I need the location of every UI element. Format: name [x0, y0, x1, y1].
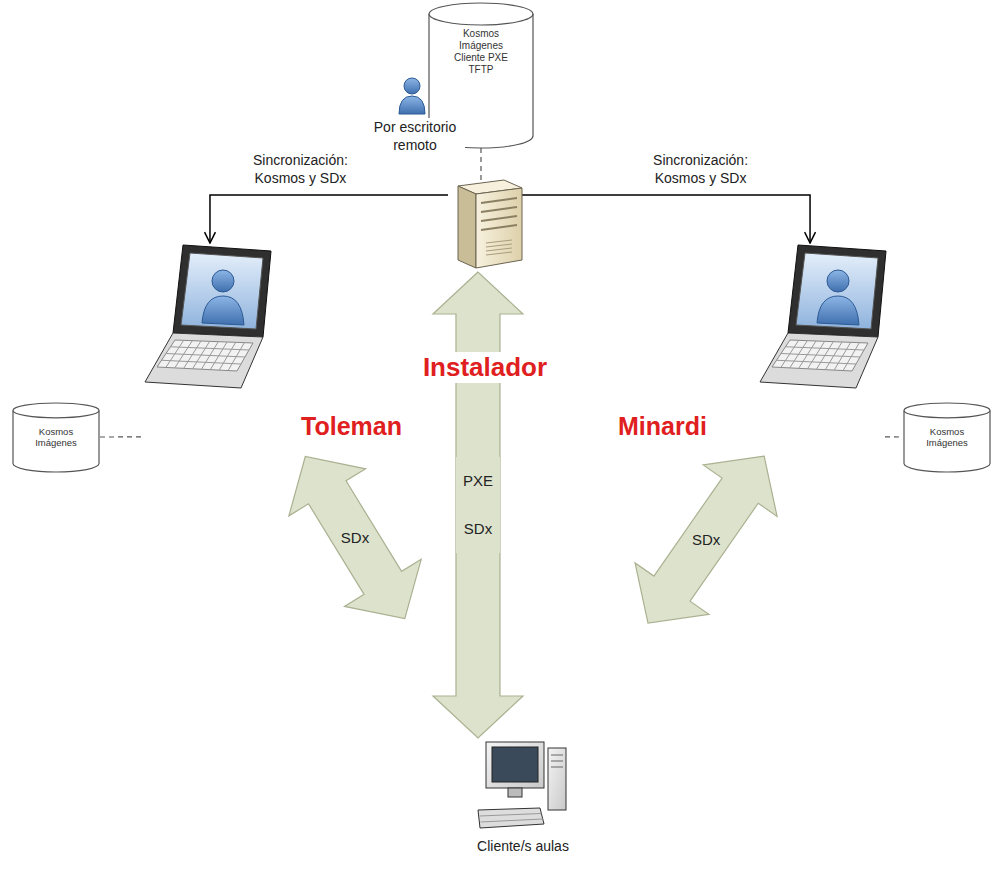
- laptop-screen: [181, 253, 263, 329]
- server-shape: [448, 180, 522, 268]
- laptop-icon: [145, 245, 271, 388]
- vent-line: [486, 248, 512, 251]
- avatar-head: [827, 270, 849, 292]
- key-column: [834, 342, 850, 370]
- drive-bay: [481, 207, 517, 212]
- avatar-body: [817, 296, 859, 325]
- database-cylinder: Kosmos Imágenes: [12, 402, 100, 472]
- key-column: [790, 341, 808, 368]
- tower-slot: [551, 755, 563, 756]
- monitor-frame: [486, 742, 544, 788]
- database-label: Kosmos Imágenes: [914, 426, 980, 449]
- laptop-bezel: [788, 245, 886, 337]
- key-column: [219, 342, 235, 370]
- tower-slot: [551, 767, 563, 768]
- server-side: [458, 186, 476, 268]
- laptop-node: Toleman: [145, 243, 418, 448]
- key-row: [781, 354, 860, 358]
- database-label: Kosmos Imágenes Cliente PXE TFTP: [448, 28, 514, 76]
- laptop-screen: [796, 253, 878, 329]
- laptop-icon: [760, 245, 886, 388]
- key-row: [166, 354, 245, 358]
- key-row: [786, 347, 865, 350]
- laptop-node: Minardi: [600, 243, 885, 448]
- server-node: Instalador: [448, 180, 522, 268]
- drive-bay: [481, 198, 517, 203]
- key-column: [843, 343, 859, 371]
- avatar-head: [212, 270, 234, 292]
- key-column: [781, 340, 799, 367]
- monitor-stand: [508, 788, 522, 797]
- laptop-bezel: [173, 245, 271, 337]
- cylinder-body: [904, 410, 990, 472]
- sync-arrow: [522, 195, 810, 243]
- dashed-link: [885, 436, 903, 437]
- key-column: [166, 340, 184, 367]
- dashed-link: [100, 436, 145, 437]
- cylinder-top: [13, 403, 99, 418]
- connector-label: PXE SDx: [456, 457, 500, 553]
- laptop-base: [145, 333, 263, 388]
- note-label: Por escritorio remoto: [365, 118, 465, 154]
- laptop-keyboard: [772, 340, 868, 371]
- key-column: [816, 342, 833, 370]
- dashed-link: [480, 148, 481, 180]
- key-column: [799, 341, 816, 368]
- connector-label: Sincronización: Kosmos y SDx: [639, 151, 763, 187]
- cylinder-body: [13, 410, 99, 472]
- key-column: [210, 342, 227, 370]
- database-label: Kosmos Imágenes: [23, 426, 89, 449]
- sync-arrow: [210, 195, 448, 243]
- block-arrow: [289, 457, 421, 619]
- block-arrow: [433, 272, 523, 738]
- drive-bay: [481, 225, 517, 230]
- desktop-computer-icon: [478, 742, 566, 828]
- server-front: [476, 188, 522, 268]
- vent-line: [486, 244, 512, 247]
- key-column: [228, 343, 244, 371]
- key-column: [201, 342, 218, 370]
- key-column: [193, 341, 210, 368]
- vent-line: [486, 240, 512, 243]
- person-icon: [399, 78, 425, 114]
- key-column: [808, 341, 825, 368]
- tower-slot: [551, 761, 563, 762]
- key-row: [480, 819, 542, 822]
- keyboard: [478, 808, 544, 828]
- server-icon: [458, 180, 522, 268]
- node-label: Instalador: [400, 352, 570, 383]
- key-column: [825, 342, 842, 370]
- connector-label: SDx: [339, 528, 371, 548]
- avatar-body: [202, 296, 244, 325]
- block-arrow: [635, 456, 777, 623]
- laptop-base: [760, 333, 878, 388]
- monitor-screen: [492, 747, 538, 782]
- person-body: [399, 96, 425, 114]
- vent-line: [486, 252, 512, 255]
- node-label: Toleman: [285, 411, 418, 441]
- cylinder-top: [429, 3, 533, 25]
- client-node: Cliente/s aulas: [478, 738, 568, 864]
- person-head: [404, 78, 420, 94]
- cylinder-top: [904, 403, 990, 418]
- drive-bay: [481, 216, 517, 221]
- key-row: [162, 360, 242, 364]
- database-cylinder: Kosmos Imágenes: [903, 402, 991, 472]
- key-row: [480, 814, 542, 817]
- node-label: Minardi: [600, 411, 725, 441]
- connector-label: SDx: [690, 530, 722, 550]
- connector-label: Sincronización: Kosmos y SDx: [238, 151, 362, 187]
- key-row: [171, 347, 250, 350]
- tower-case: [548, 748, 566, 810]
- laptop-keyboard: [157, 340, 253, 371]
- node-label: Cliente/s aulas: [448, 838, 598, 855]
- key-column: [184, 341, 201, 368]
- key-row: [777, 360, 857, 364]
- key-column: [175, 341, 193, 368]
